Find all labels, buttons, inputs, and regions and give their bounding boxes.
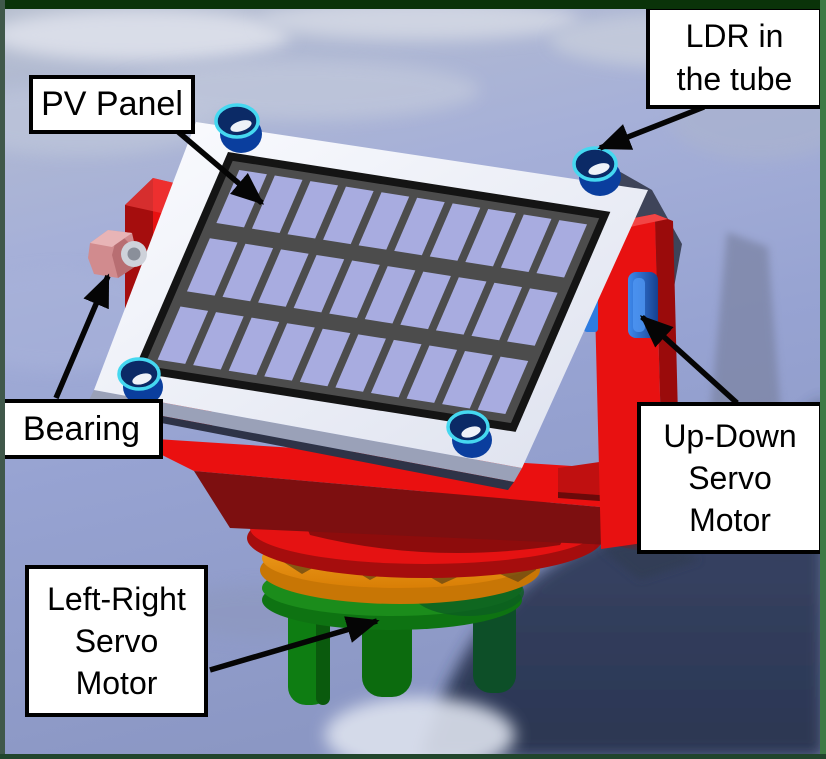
pv-cell <box>329 260 380 318</box>
pv-cell <box>406 345 458 403</box>
pv-cell <box>358 192 410 250</box>
label-left-right-servo: Left-Right Servo Motor <box>25 565 208 717</box>
arrow-ldr <box>597 104 706 151</box>
label-pv-panel: PV Panel <box>29 75 195 134</box>
pv-cell <box>222 243 274 302</box>
panel-cells <box>157 169 588 415</box>
pv-cell <box>299 328 351 387</box>
arrow-left-right-servo <box>209 616 380 673</box>
annotation-arrows <box>53 104 739 673</box>
pv-cell <box>193 312 244 370</box>
figure-border-right <box>820 0 826 759</box>
pv-cell <box>536 220 588 278</box>
pv-cell <box>471 282 523 341</box>
pv-cell <box>507 288 558 346</box>
arrow-pv-panel <box>174 127 265 206</box>
ldr-tube-bottom-right <box>446 410 492 458</box>
label-left-right-servo-text: Left-Right Servo Motor <box>47 580 186 702</box>
pv-cell <box>264 323 315 381</box>
pv-cell <box>370 339 422 398</box>
label-pv-panel-text: PV Panel <box>41 85 183 124</box>
pv-cell <box>323 186 374 245</box>
pv-cell <box>186 238 238 296</box>
pv-cell <box>465 208 516 267</box>
pv-cell <box>335 334 386 392</box>
label-up-down-servo: Up-Down Servo Motor <box>637 402 823 554</box>
pv-cell <box>394 197 445 256</box>
figure-border-left <box>0 0 5 759</box>
pv-cell <box>287 181 339 239</box>
label-up-down-servo-text: Up-Down Servo Motor <box>663 417 797 539</box>
pv-cell <box>400 271 451 330</box>
ldr-tube-top-right <box>572 146 621 196</box>
label-ldr-text: LDR in the tube <box>676 18 793 97</box>
arrow-bearing <box>53 273 111 400</box>
ldr-tube-top-left <box>214 103 262 153</box>
pv-panel-3d <box>133 152 611 432</box>
pv-cell <box>442 351 493 409</box>
label-bearing: Bearing <box>0 399 163 459</box>
pv-cell <box>258 249 309 307</box>
label-bearing-text: Bearing <box>22 409 141 448</box>
figure-border-top <box>0 0 826 9</box>
pv-cell <box>228 317 280 376</box>
pv-cell <box>157 306 209 364</box>
label-ldr-in-the-tube: LDR in the tube <box>646 6 823 109</box>
ldr-tube-bottom-left <box>117 357 163 405</box>
pv-cell <box>500 214 552 272</box>
pv-cell <box>435 277 487 335</box>
base-leg-left-shade <box>316 600 330 705</box>
cloud-bottom-left <box>325 697 515 759</box>
pv-cell <box>429 203 481 261</box>
bearing-nut-3d <box>88 230 147 278</box>
pv-cell <box>293 254 345 313</box>
figure-border-bottom <box>0 754 826 759</box>
arrow-up-down-servo <box>639 314 739 406</box>
pv-cell <box>364 266 416 324</box>
pv-cell <box>477 356 529 415</box>
pv-cell <box>251 175 303 233</box>
